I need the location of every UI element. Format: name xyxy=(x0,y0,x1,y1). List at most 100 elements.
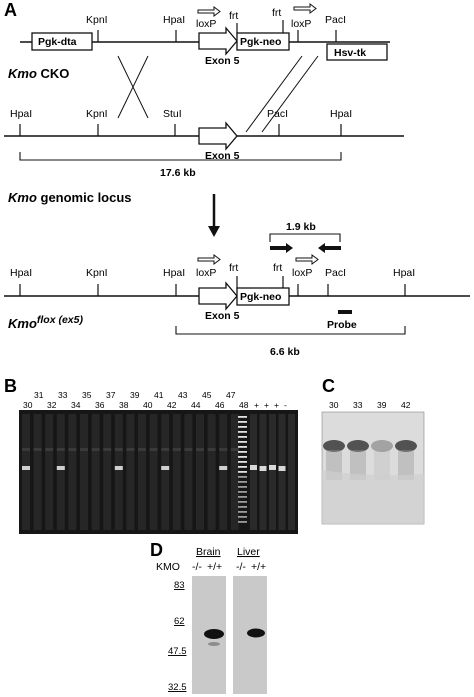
genotype-liver-wt: +/+ xyxy=(251,561,266,573)
marker-32-5: 32.5 xyxy=(168,682,187,693)
gel-lane xyxy=(126,414,135,530)
gel-control-lane xyxy=(288,414,295,530)
gel-lane xyxy=(103,414,112,530)
probe-label: Probe xyxy=(327,319,357,331)
ladder-band xyxy=(238,471,247,473)
dna-ladder xyxy=(238,416,247,523)
flox-site-hpai-3: HpaI xyxy=(393,267,415,279)
gel-lane-label-bottom: 36 xyxy=(95,400,105,410)
flox-site-frt-1: frt xyxy=(229,262,238,274)
ladder-band xyxy=(238,436,247,438)
gel-lane xyxy=(230,414,239,530)
gel-control-labels: +++- xyxy=(254,400,287,410)
gel-lane-faint-band xyxy=(68,448,77,451)
ladder-band xyxy=(238,466,247,468)
ladder-band xyxy=(238,491,247,493)
ladder-band xyxy=(238,481,247,483)
construct-site-frt-2: frt xyxy=(272,7,281,19)
gel-lane-label-top: 31 xyxy=(34,390,44,400)
southern-lane-label: 30 xyxy=(329,400,339,410)
gel-lane-faint-band xyxy=(45,448,54,451)
gel-lane-label-top: 39 xyxy=(130,390,140,400)
gel-control-label: + xyxy=(254,400,259,410)
gel-lane-faint-band xyxy=(138,448,146,451)
gel-lane xyxy=(68,414,77,530)
gel-lane-label-top: 33 xyxy=(58,390,68,400)
marker-47-5: 47.5 xyxy=(168,646,187,657)
genotype-brain-ko: -/- xyxy=(192,561,202,573)
flox-exon5-label: Exon 5 xyxy=(205,310,240,322)
construct-site-paci: PacI xyxy=(325,14,346,26)
gel-lane-label-top: 41 xyxy=(154,390,164,400)
pgk-dta-box xyxy=(31,32,93,51)
southern-band xyxy=(395,440,417,452)
pcr-gel-image xyxy=(19,410,298,534)
gel-control-label: + xyxy=(274,400,279,410)
southern-smear xyxy=(398,450,414,480)
targeting-construct: Pgk-dta KpnI HpaI loxP Exon 5 frt Pgk-ne… xyxy=(20,3,390,67)
pgk-neo-box xyxy=(236,32,290,51)
down-arrow-icon xyxy=(208,194,220,237)
marker-62: 62 xyxy=(174,616,185,627)
genomic-exon5-label: Exon 5 xyxy=(205,150,240,162)
exon5-arrow-icon xyxy=(198,26,238,56)
ladder-band xyxy=(238,416,247,418)
gel-lane xyxy=(45,414,54,530)
construct-site-kpni: KpnI xyxy=(86,14,108,26)
genomic-title: Kmo genomic locus xyxy=(8,190,132,205)
gel-pcr-band xyxy=(56,466,65,470)
ladder-band xyxy=(238,521,247,523)
construct-pgk-neo-label: Pgk-neo xyxy=(240,36,281,48)
construct-site-loxp-1: loxP xyxy=(196,18,216,30)
construct-site-frt-1: frt xyxy=(229,10,238,22)
hsv-tk-box xyxy=(326,43,388,61)
gel-lane-label-bottom: 48 xyxy=(239,400,249,410)
gel-control-band xyxy=(278,466,286,471)
flox-site-loxp-2: loxP xyxy=(292,267,312,279)
gel-pcr-band xyxy=(161,466,170,470)
gel-pcr-band xyxy=(22,466,30,470)
gel-lane-label-bottom: 38 xyxy=(119,400,129,410)
gel-lane xyxy=(80,414,88,530)
flox-title: Kmoflox (ex5) xyxy=(8,314,83,331)
flox-pgk-neo-label: Pgk-neo xyxy=(240,291,281,303)
ladder-band xyxy=(238,476,247,478)
gel-lane xyxy=(56,414,65,530)
ladder-band xyxy=(238,506,247,508)
exon5-arrow-icon xyxy=(198,121,238,151)
gel-lane-faint-band xyxy=(230,448,239,451)
genomic-site-paci: PacI xyxy=(267,108,288,120)
floxed-allele: 1.9 kb HpaI KpnI HpaI loxP Exon 5 frt Pg… xyxy=(4,221,470,358)
ladder-band xyxy=(238,421,247,423)
gel-lane-faint-band xyxy=(219,448,228,451)
tissue-brain: Brain xyxy=(196,546,221,558)
genomic-size-label: 17.6 kb xyxy=(160,167,196,179)
gel-lane xyxy=(219,414,228,530)
pgk-dta-label: Pgk-dta xyxy=(38,36,77,48)
gel-lane xyxy=(207,414,216,530)
gel-lane xyxy=(196,414,204,530)
southern-lane-label: 33 xyxy=(353,400,363,410)
recombination-crossover-lines xyxy=(117,55,319,133)
gel-lane-label-top: 45 xyxy=(202,390,212,400)
panel-a-label: A xyxy=(4,0,17,20)
gel-lane xyxy=(172,414,181,530)
gel-control-label: - xyxy=(284,400,287,410)
gel-control-lane xyxy=(250,414,257,530)
flox-site-hpai-1: HpaI xyxy=(10,267,32,279)
flox-site-frt-2: frt xyxy=(273,262,282,274)
gel-lane xyxy=(184,414,193,530)
gel-lane-label-bottom: 34 xyxy=(71,400,81,410)
southern-smear xyxy=(350,450,366,480)
gel-lane-label-bottom: 32 xyxy=(47,400,57,410)
gel-lane xyxy=(138,414,146,530)
marker-83: 83 xyxy=(174,580,185,591)
gel-lane-label-top: 43 xyxy=(178,390,188,400)
tissue-liver: Liver xyxy=(237,546,260,558)
southern-blot-image xyxy=(321,411,425,525)
gel-lane xyxy=(149,414,158,530)
ladder-band xyxy=(238,516,247,518)
gel-control-label: + xyxy=(264,400,269,410)
ladder-band xyxy=(238,501,247,503)
